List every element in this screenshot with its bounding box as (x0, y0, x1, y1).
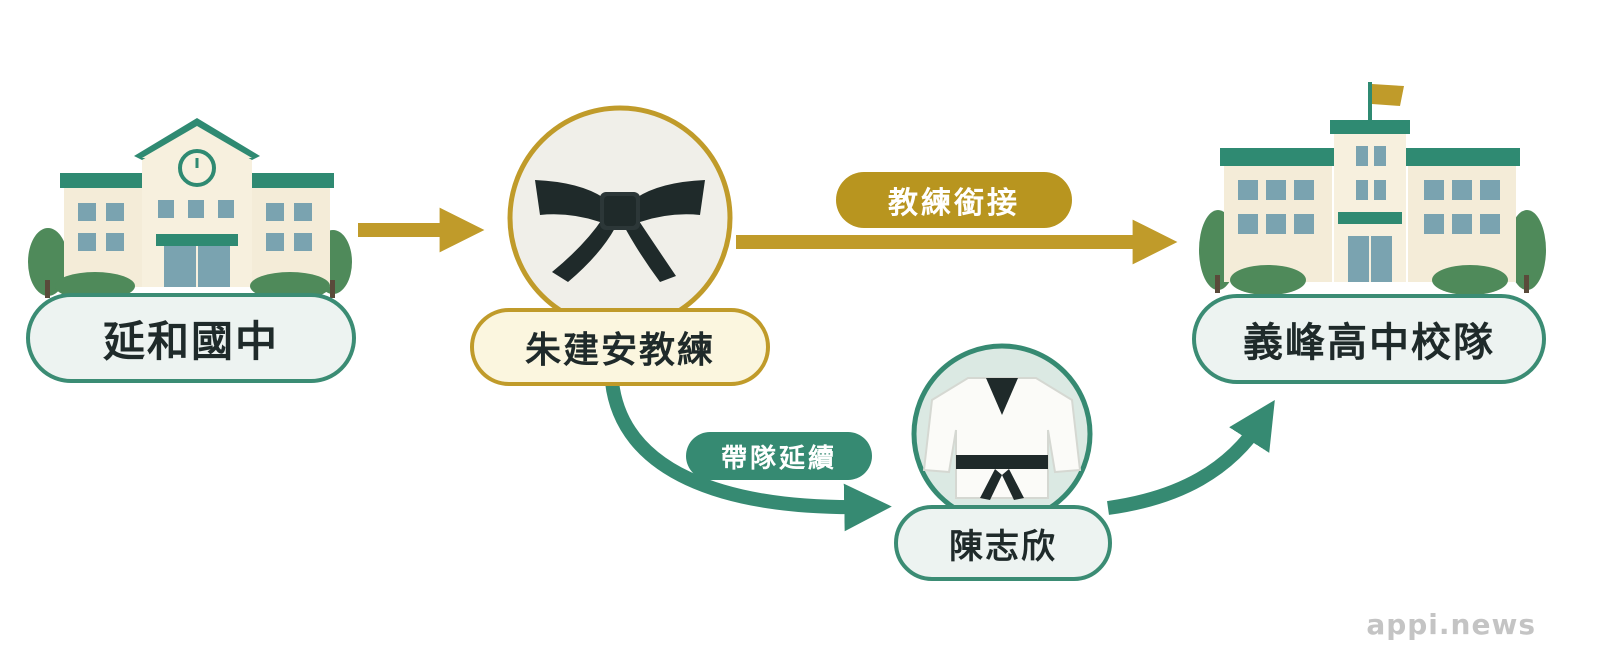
node-label: 陳志欣 (949, 526, 1057, 567)
node-coach: 朱建安教練 (470, 308, 770, 386)
edge-label: 帶隊延續 (720, 443, 837, 474)
node-label: 延和國中 (102, 316, 279, 366)
edge-label-team-continuation: 帶隊延續 (686, 432, 872, 480)
black-belt-icon (507, 105, 733, 331)
node-player: 陳志欣 (894, 505, 1112, 581)
edge-label-coach-transfer: 教練銜接 (836, 172, 1072, 228)
arrow-player-to-team (1107, 399, 1275, 515)
watermark: appi.news (1366, 608, 1536, 641)
node-yanhe-junior-high: 延和國中 (26, 293, 356, 383)
node-yifeng-high-school-team: 義峰高中校隊 (1192, 294, 1546, 384)
school-building-icon (28, 118, 352, 300)
edge-label: 教練銜接 (888, 186, 1020, 221)
node-label: 朱建安教練 (524, 330, 715, 371)
node-label: 義峰高中校隊 (1243, 320, 1495, 366)
arrow-coach-to-player (605, 381, 892, 532)
judo-uniform-icon (911, 343, 1093, 525)
school-with-flag-icon (1199, 82, 1546, 295)
